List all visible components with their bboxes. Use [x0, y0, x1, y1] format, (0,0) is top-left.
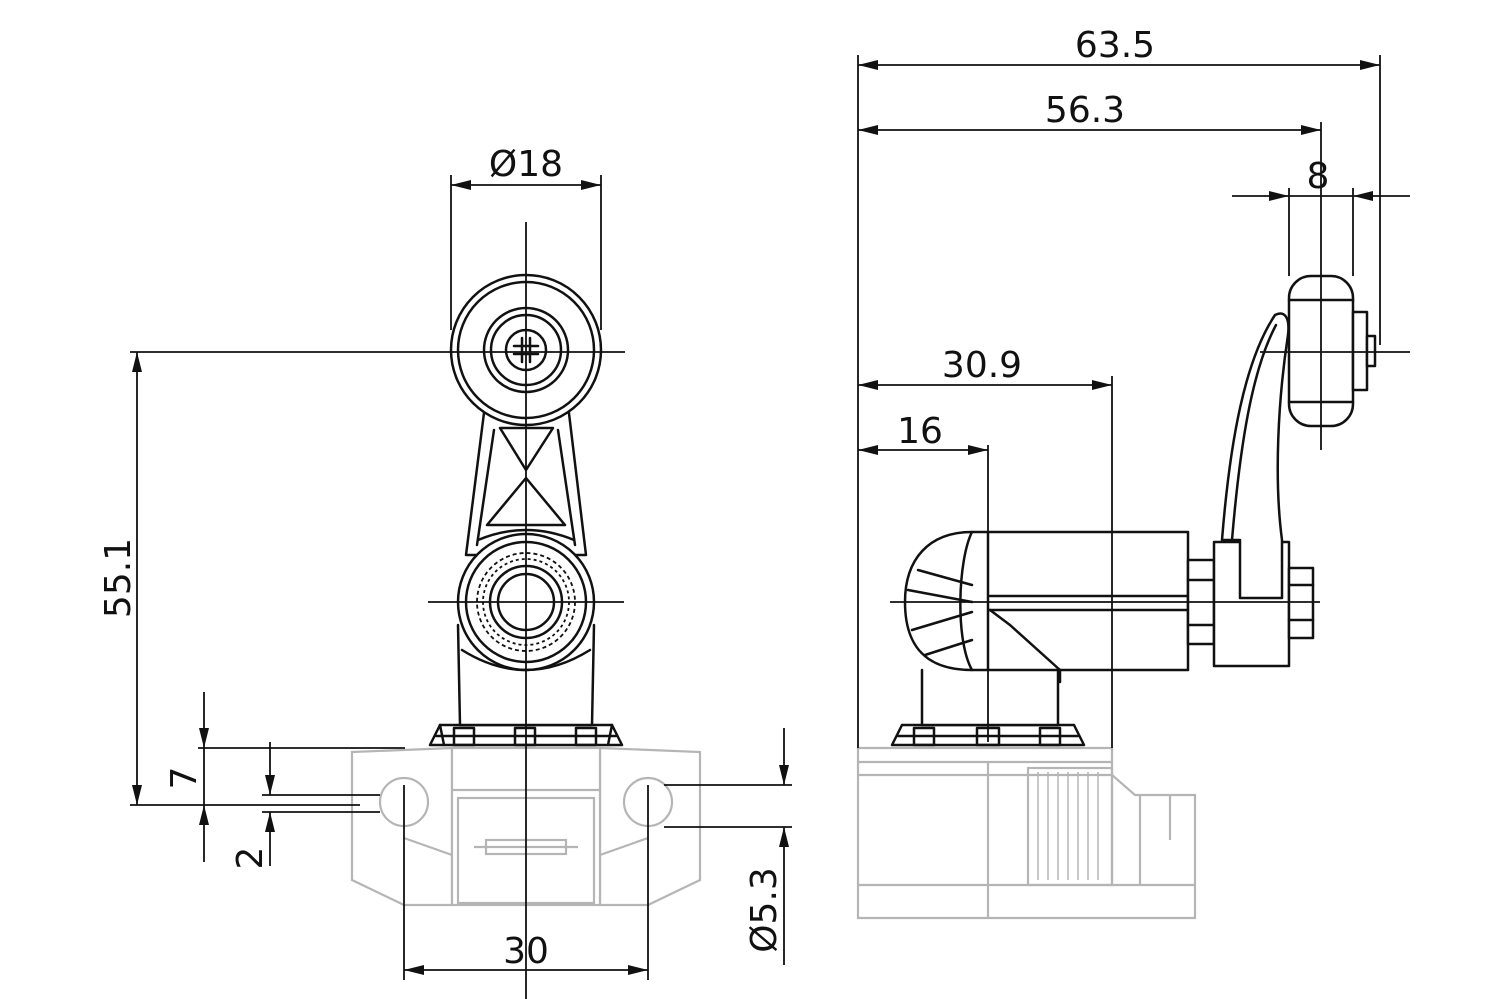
side-view: 63.5 56.3 8 30.9 16 [856, 25, 1410, 920]
front-roller-diameter-label: Ø18 [489, 144, 563, 185]
dim-front-height: 55.1 [98, 352, 360, 806]
side-shaft-offset-label: 16 [897, 411, 943, 452]
front-crown-base [428, 723, 624, 747]
dim-front-offset-2: 2 [230, 742, 380, 869]
dim-side-overall-length: 63.5 [857, 25, 1381, 748]
dim-front-hole-diameter: Ø5.3 [664, 728, 792, 965]
side-center-lines [890, 200, 1410, 742]
dim-side-roller-center: 56.3 [858, 90, 1322, 200]
front-view: Ø18 55.1 7 2 30 [98, 144, 792, 999]
side-roller-center-label: 56.3 [1045, 90, 1125, 131]
side-housing [856, 746, 1197, 920]
side-body-length-label: 30.9 [942, 345, 1022, 386]
side-head-body [903, 530, 1190, 684]
side-lever-arm-edge [1230, 323, 1278, 542]
front-offset-2-label: 2 [230, 847, 271, 870]
dim-side-body-length: 30.9 [858, 345, 1113, 748]
front-hole-spacing-label: 30 [503, 931, 549, 972]
side-roller [1287, 274, 1377, 428]
front-offset-7-label: 7 [164, 767, 205, 790]
side-overall-length-label: 63.5 [1075, 25, 1155, 66]
dim-front-offset-7: 7 [164, 692, 405, 862]
dim-front-roller-diameter: Ø18 [450, 144, 602, 330]
dim-front-hole-spacing: 30 [403, 785, 649, 980]
side-neck [920, 668, 1060, 727]
side-roller-width-label: 8 [1307, 156, 1330, 197]
front-housing [350, 746, 702, 907]
front-hole-diameter-label: Ø5.3 [744, 867, 785, 953]
dim-side-shaft-offset: 16 [858, 411, 988, 455]
dim-side-roller-width: 8 [1232, 156, 1410, 276]
front-height-label: 55.1 [98, 538, 139, 618]
front-center-lines [130, 222, 625, 999]
